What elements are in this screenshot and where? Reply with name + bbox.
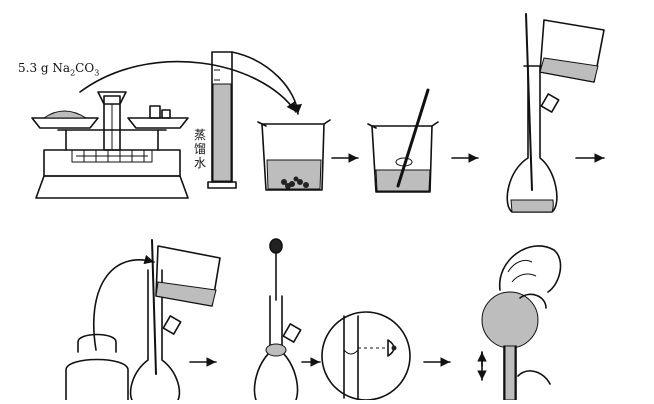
mass-value: 5.3 g bbox=[18, 61, 49, 75]
formula-sub-2: 3 bbox=[94, 68, 100, 78]
chemical-formula: Na2CO3 bbox=[52, 61, 100, 78]
rinse-flask-icon bbox=[129, 239, 221, 401]
reagent-bottle-icon bbox=[65, 333, 129, 401]
distilled-water-label: 蒸馏水 bbox=[194, 128, 207, 170]
transfer-arrow bbox=[79, 60, 297, 113]
formula-mid: CO bbox=[75, 61, 95, 75]
beaker-icon bbox=[257, 119, 331, 191]
balance-icon bbox=[31, 91, 189, 199]
pour-arrow bbox=[231, 51, 302, 115]
return-arrow bbox=[92, 254, 155, 351]
eye-icon bbox=[321, 311, 411, 401]
hand-icon bbox=[477, 245, 562, 401]
formula-prefix: Na bbox=[52, 61, 71, 75]
sodium-carbonate-mass-label: 5.3 g Na2CO3 bbox=[18, 62, 99, 77]
glass-rod-icon bbox=[367, 88, 439, 193]
beaker-pour-icon bbox=[539, 19, 605, 83]
volumetric-flask-icon bbox=[506, 13, 560, 213]
graduated-cylinder-icon bbox=[207, 51, 237, 189]
dropper-icon bbox=[253, 238, 302, 401]
formula-sub-1: 2 bbox=[70, 68, 76, 78]
